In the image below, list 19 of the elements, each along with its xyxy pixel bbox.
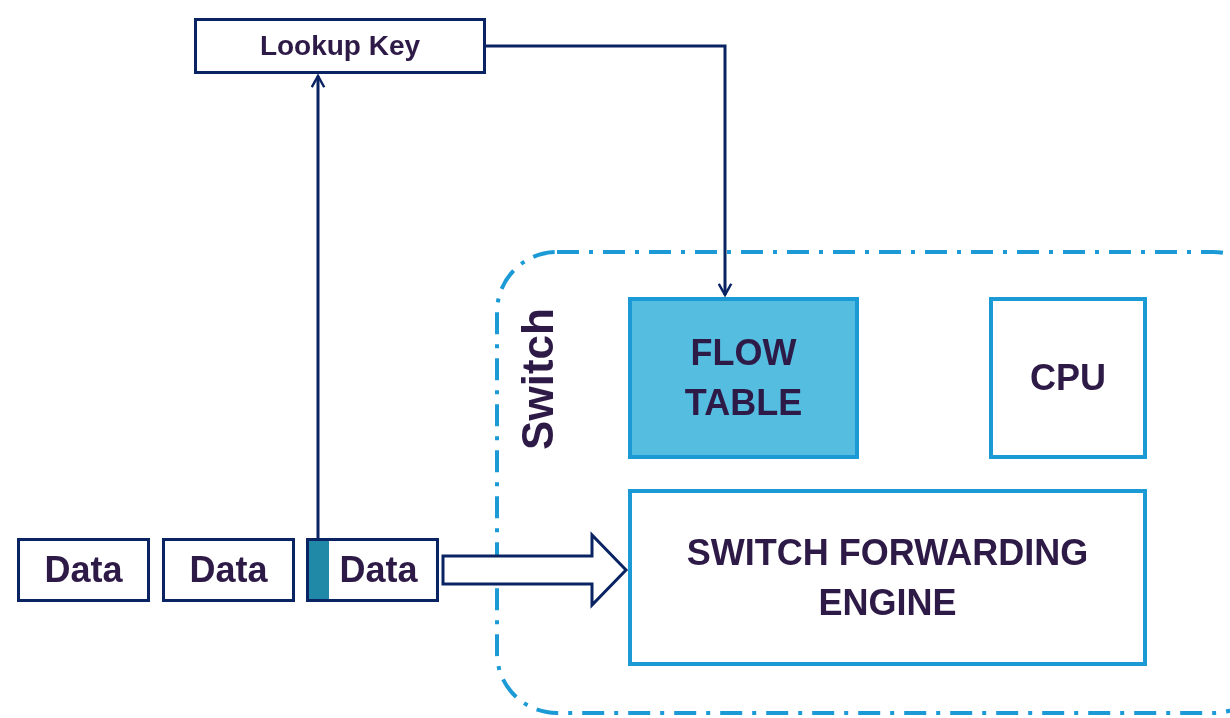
box-label: Data [339,548,418,592]
component-box [989,297,1147,459]
arrow [310,74,326,538]
switch-container [495,250,1230,715]
box-label: FLOW TABLE [683,331,804,425]
data-packet-box [162,538,295,602]
box-label: CPU [1030,356,1106,400]
block-arrow [441,531,629,609]
arrow [486,44,733,297]
component-box [628,489,1147,666]
box-label: Data [44,548,123,592]
flow-table-box [628,297,859,459]
box-label: SWITCH FORWARDING ENGINE [685,530,1090,625]
lookup-key-box [194,18,486,74]
box-label: Lookup Key [259,29,421,63]
data-packet-box [17,538,150,602]
box-label: Data [189,548,268,592]
container-title: Switch [513,307,563,452]
data-packet-box [306,538,439,602]
